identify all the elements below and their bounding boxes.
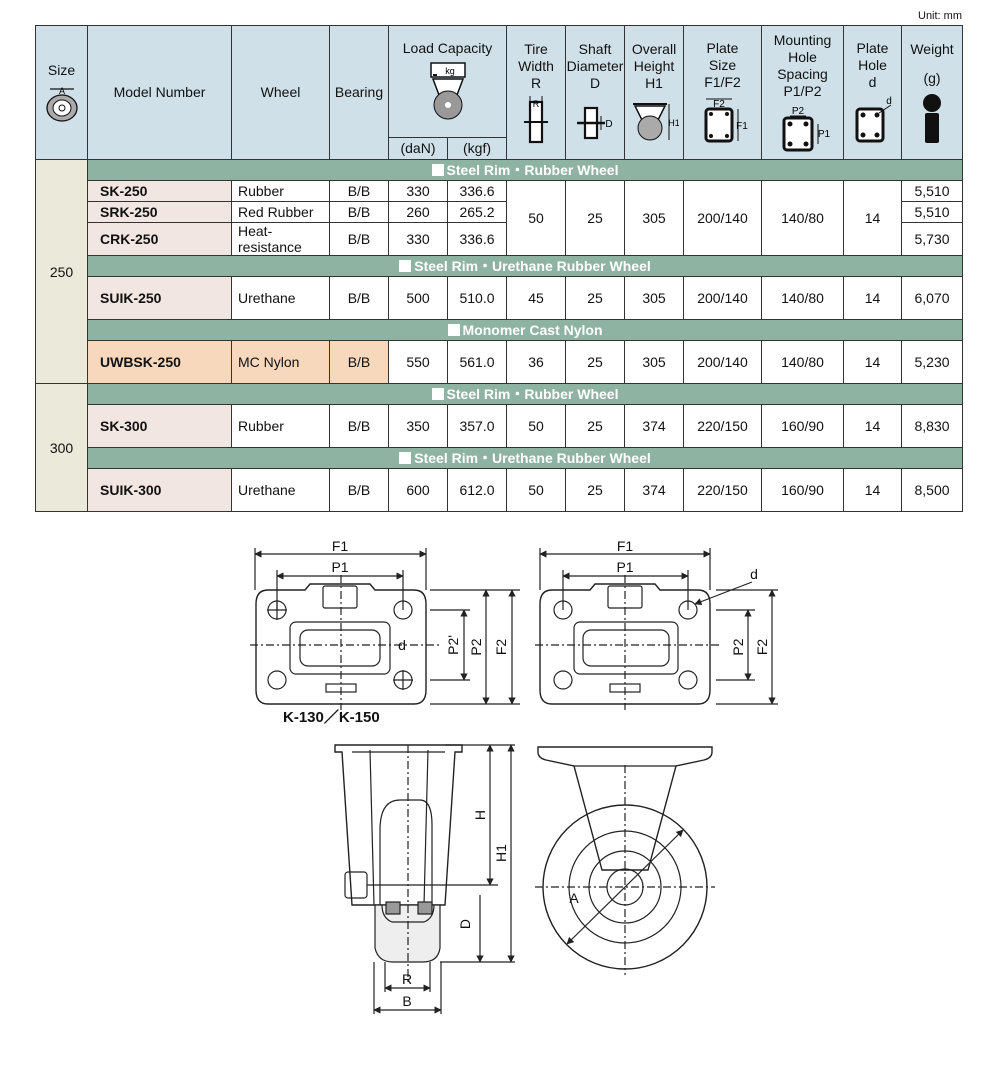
dim-a: A — [569, 890, 579, 906]
plate-top-view — [535, 548, 778, 710]
hole-d-label: d — [886, 96, 892, 107]
table-row: SRK-250 Red Rubber B/B 260 265.2 5,510 — [36, 201, 964, 223]
dim-p2-right: P2 — [730, 638, 746, 655]
mounting-hole-icon: P2 P1 — [782, 106, 830, 151]
section-title: Steel Rim・Rubber Wheel — [446, 162, 619, 178]
plate-f2-label: F2 — [713, 99, 725, 110]
overall-height-icon: H1 — [633, 103, 679, 141]
dim-f2-left: F2 — [493, 639, 509, 656]
section-title: Steel Rim・Rubber Wheel — [446, 386, 619, 402]
section-marker — [399, 452, 412, 464]
dim-h: H — [472, 810, 488, 820]
load-caster-icon: kg — [429, 62, 466, 120]
dim-p1-right: P1 — [616, 559, 633, 575]
header-kgf: (kgf) — [446, 137, 508, 160]
caster-front-view — [334, 744, 515, 1014]
dim-p1-left: P1 — [331, 559, 348, 575]
height-h1-label: H1 — [668, 118, 679, 128]
section-marker — [431, 388, 444, 400]
dim-d-left: d — [398, 637, 406, 653]
mount-p2-label: P2 — [791, 106, 804, 117]
section-row: Steel Rim・Urethane Rubber Wheel — [36, 255, 964, 277]
mount-p1-label: P1 — [817, 129, 829, 140]
wheel-size-icon: A — [45, 86, 78, 122]
dim-dd: D — [457, 919, 473, 929]
dim-p2prime: P2' — [445, 635, 461, 655]
section-row: 250 Steel Rim・Rubber Wheel — [35, 159, 964, 384]
plate-hole-icon: d — [855, 96, 892, 143]
plate-top-view-k130 — [250, 548, 520, 710]
shaft-d-label: D — [605, 119, 612, 130]
model-note: K-130／K-150 — [283, 708, 380, 726]
section-title: Steel Rim・Urethane Rubber Wheel — [414, 258, 651, 274]
section-title: Steel Rim・Urethane Rubber Wheel — [414, 450, 651, 466]
header-load: Load Capacity kg — [387, 25, 508, 138]
weight-icon — [923, 93, 942, 143]
section-title: Monomer Cast Nylon — [462, 322, 603, 338]
dim-f1-right: F1 — [617, 538, 634, 554]
spec-table: Size A Model Number Wheel Bearing Load C… — [35, 25, 964, 512]
section-row: 300 Steel Rim・Rubber Wheel — [35, 383, 964, 512]
table-row: UWBSK-250 MC Nylon B/B 550 561.0 36 25 3… — [36, 340, 964, 384]
tire-width-icon: R — [524, 96, 549, 144]
dim-d-right: d — [750, 566, 758, 582]
dim-r: R — [402, 971, 412, 987]
header-bearing: Bearing — [329, 25, 389, 160]
dim-f2-right: F2 — [754, 639, 770, 656]
header-model: Model Number — [87, 25, 232, 160]
plate-size-icon: F2 F1 — [704, 98, 748, 143]
dim-b: B — [402, 993, 411, 1009]
table-row: SUIK-300 Urethane B/B 600 612.0 50 25 37… — [36, 468, 964, 512]
caster-side-view — [535, 746, 715, 975]
section-marker — [447, 324, 460, 336]
dim-h1: H1 — [493, 844, 509, 862]
shaft-diameter-icon: D — [577, 106, 613, 140]
plate-f1-label: F1 — [736, 121, 748, 132]
unit-label: Unit: mm — [918, 10, 962, 22]
table-row: SK-250 Rubber B/B 330 336.6 50 25 305 20… — [36, 180, 964, 256]
load-kg-label: kg — [445, 66, 455, 76]
section-marker — [431, 164, 444, 176]
size-a-label: A — [58, 86, 64, 96]
tire-r-label: R — [533, 99, 540, 109]
header-dan: (daN) — [388, 137, 448, 160]
header-wheel: Wheel — [231, 25, 330, 160]
dim-f1-left: F1 — [332, 538, 349, 554]
table-row: CRK-250 Heat-resistance B/B 330 336.6 5,… — [36, 222, 964, 256]
size-300: 300 — [35, 383, 88, 512]
dim-p2-left: P2 — [468, 638, 484, 655]
section-marker — [399, 260, 412, 272]
header-weight: Weight(g) — [901, 25, 964, 160]
